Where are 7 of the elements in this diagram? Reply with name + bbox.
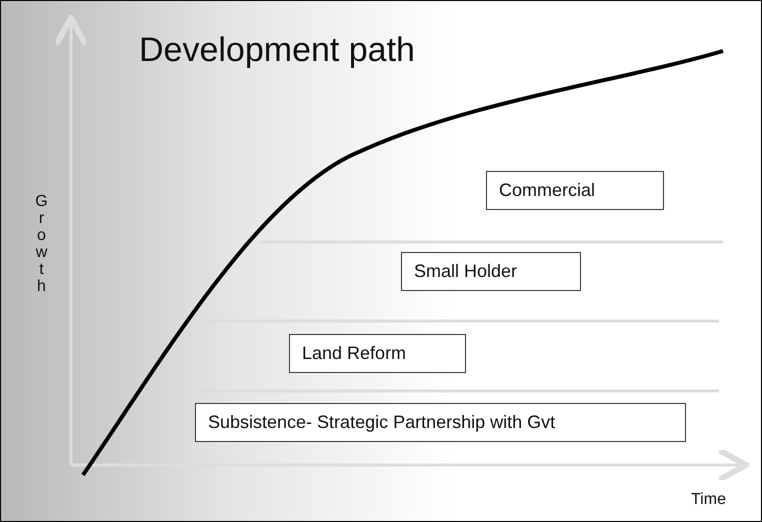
band-label-box: Subsistence- Strategic Partnership with Gvt <box>195 403 686 442</box>
axis-title: Time <box>691 491 726 509</box>
axis-title: Growth <box>33 193 49 295</box>
band-label-box: Land Reform <box>289 334 466 373</box>
band-label-box: Commercial <box>486 171 664 210</box>
title: Development path <box>139 31 415 70</box>
band-label-box: Small Holder <box>401 252 581 291</box>
